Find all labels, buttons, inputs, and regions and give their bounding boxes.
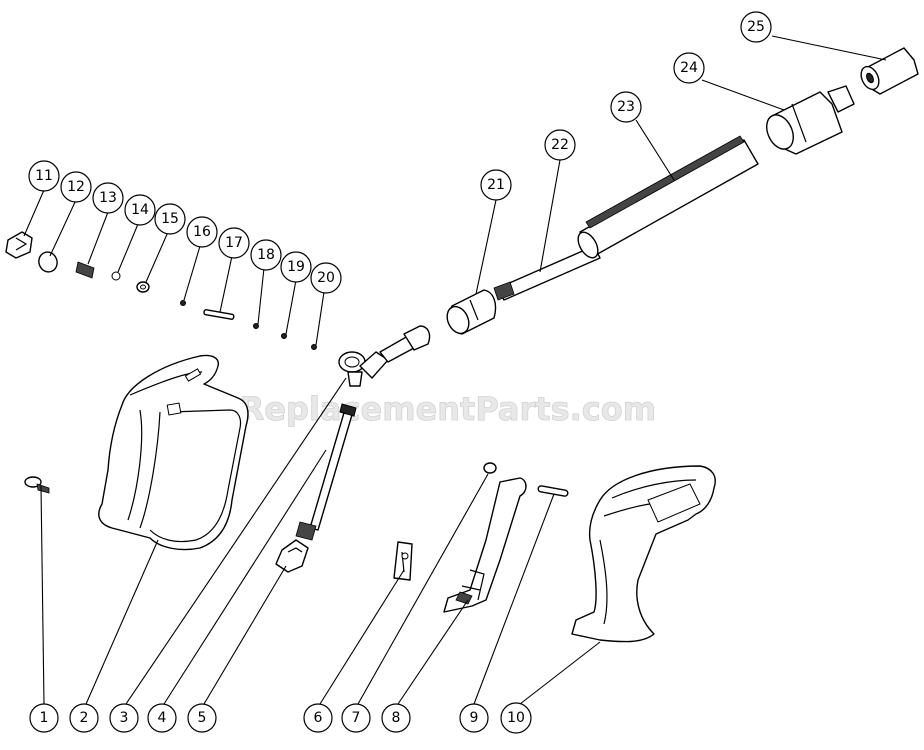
- callout-8: 8: [381, 703, 411, 733]
- part-1-screw: [24, 476, 50, 494]
- part-3-valve-body: [338, 325, 431, 387]
- leader-lines: [23, 35, 887, 705]
- callout-label: 7: [352, 710, 361, 726]
- callout-3: 3: [109, 703, 139, 733]
- callout-10: 10: [500, 702, 532, 734]
- part-15-seat: [136, 281, 150, 293]
- callout-label: 9: [470, 710, 479, 726]
- callout-19: 19: [280, 251, 312, 283]
- callout-label: 24: [680, 60, 698, 76]
- callout-label: 14: [131, 202, 149, 218]
- callout-label: 12: [67, 179, 85, 195]
- part-16-o-ring: [180, 300, 186, 306]
- part-14-ball: [111, 271, 121, 281]
- callout-label: 18: [257, 247, 275, 263]
- part-21-collar: [446, 289, 497, 335]
- callout-21: 21: [480, 169, 512, 201]
- callout-label: 17: [225, 235, 243, 251]
- part-25-fitting: [860, 47, 919, 95]
- callout-label: 3: [120, 710, 129, 726]
- callout-22: 22: [544, 129, 576, 161]
- part-5-nut: [275, 539, 309, 573]
- callout-15: 15: [154, 203, 186, 235]
- part-7-cap: [483, 462, 497, 474]
- part-6-clip: [393, 541, 413, 581]
- part-23-wand: [577, 135, 759, 259]
- callout-label: 10: [507, 710, 525, 726]
- watermark-text: eReplacementParts.com: [218, 390, 656, 428]
- callout-label: 25: [747, 19, 765, 35]
- callout-12: 12: [60, 171, 92, 203]
- callout-label: 2: [80, 710, 89, 726]
- part-10-handle-half: [571, 465, 716, 643]
- part-13-spring: [75, 261, 95, 279]
- part-4-tube: [295, 403, 357, 541]
- callout-18: 18: [250, 239, 282, 271]
- callout-24: 24: [673, 52, 705, 84]
- part-11-plug: [5, 231, 33, 259]
- callout-1: 1: [29, 703, 59, 733]
- callout-label: 21: [487, 177, 505, 193]
- callout-9: 9: [459, 703, 489, 733]
- callout-6: 6: [303, 703, 333, 733]
- callout-13: 13: [92, 182, 124, 214]
- callout-14: 14: [124, 194, 156, 226]
- callout-2: 2: [69, 703, 99, 733]
- callout-label: 23: [617, 99, 635, 115]
- callout-label: 16: [193, 224, 211, 240]
- part-24-coupling: [766, 85, 855, 155]
- callout-4: 4: [147, 703, 177, 733]
- part-9-pin: [537, 485, 569, 497]
- callout-label: 13: [99, 190, 117, 206]
- part-22-rod: [493, 245, 601, 301]
- part-12-o-ring: [38, 251, 58, 273]
- callout-17: 17: [218, 227, 250, 259]
- part-19-o-ring: [281, 333, 287, 339]
- callout-label: 6: [314, 710, 323, 726]
- part-17-stem: [203, 309, 235, 320]
- callout-5: 5: [187, 703, 217, 733]
- part-20-o-ring: [311, 344, 317, 350]
- callout-25: 25: [740, 11, 772, 43]
- callout-label: 8: [392, 710, 401, 726]
- callout-label: 1: [40, 710, 49, 726]
- part-18-o-ring: [253, 323, 259, 329]
- callout-label: 22: [551, 137, 569, 153]
- part-2-handle-half: [98, 354, 249, 551]
- callout-11: 11: [28, 160, 60, 192]
- callout-16: 16: [186, 216, 218, 248]
- callout-label: 15: [161, 211, 179, 227]
- callout-label: 11: [35, 168, 53, 184]
- callout-7: 7: [341, 703, 371, 733]
- callout-label: 20: [317, 270, 335, 286]
- callout-label: 4: [158, 710, 167, 726]
- callout-label: 19: [287, 259, 305, 275]
- callout-23: 23: [610, 91, 642, 123]
- callout-label: 5: [198, 710, 207, 726]
- part-8-trigger: [443, 477, 527, 613]
- callout-20: 20: [310, 262, 342, 294]
